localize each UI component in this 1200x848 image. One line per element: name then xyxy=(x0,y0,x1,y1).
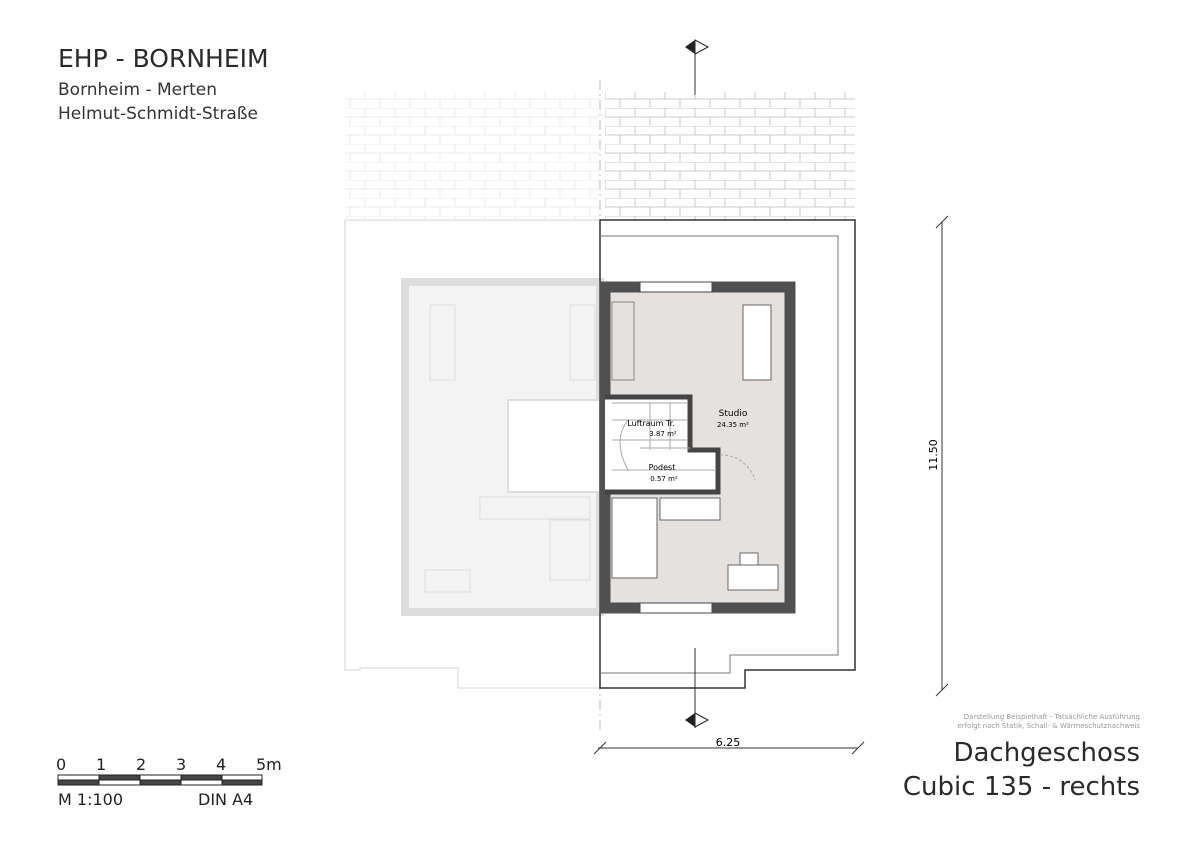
room-name-studio: Studio xyxy=(719,409,748,419)
scale-bar xyxy=(57,774,263,786)
dimension-width xyxy=(593,741,865,755)
door-swing xyxy=(719,454,756,481)
desk xyxy=(727,564,779,591)
room-area-podest: 0.57 m² xyxy=(650,475,678,483)
scale-bar-segment xyxy=(57,779,100,786)
dimension-tick xyxy=(935,215,949,229)
room-area-luftraum: 3.87 m² xyxy=(649,430,677,438)
dimension-tick xyxy=(593,741,607,755)
staircase-walls xyxy=(605,394,721,495)
section-arrow-icon xyxy=(694,39,710,55)
roof-tiles xyxy=(605,92,855,220)
furniture xyxy=(611,301,779,591)
section-arrow-icon xyxy=(694,712,710,728)
stair-steps xyxy=(612,402,716,471)
scale-label: M 1:100 xyxy=(58,790,123,809)
section-arrow-icon xyxy=(685,40,695,54)
project-location: Bornheim - Merten xyxy=(58,80,218,100)
drawing-floor: Dachgeschoss xyxy=(953,738,1140,768)
disclaimer: Darstellung Beispielhaft - Tatsächliche … xyxy=(957,713,1140,731)
neighbor-staircase xyxy=(507,399,601,493)
room-name-podest: Podest xyxy=(649,463,676,472)
bed xyxy=(611,497,658,579)
neighbor-furniture xyxy=(549,519,591,581)
project-title: EHP - BORNHEIM xyxy=(58,44,269,73)
disclaimer-line-1: Darstellung Beispielhaft - Tatsächliche … xyxy=(963,713,1140,721)
scale-tick: 4 xyxy=(216,755,226,774)
scale-tick: 3 xyxy=(176,755,186,774)
scale-bar-segment xyxy=(139,779,182,786)
paper-size: DIN A4 xyxy=(198,790,253,809)
roof-edge xyxy=(600,235,839,674)
scale-tick: 0 xyxy=(56,755,66,774)
shelf xyxy=(611,301,635,381)
neighbor-roof-tiles xyxy=(345,92,600,220)
dimension-width-label: 6.25 xyxy=(716,736,741,749)
section-marker-bottom xyxy=(685,648,710,728)
dimension-depth-label: 11.50 xyxy=(927,439,940,471)
scale-tick: 2 xyxy=(136,755,146,774)
disclaimer-line-2: erfolgt nach Statik, Schall- & Wärmeschu… xyxy=(957,722,1140,730)
window-bottom xyxy=(639,602,713,614)
drawing-model: Cubic 135 - rechts xyxy=(902,772,1140,802)
staircase xyxy=(605,394,756,495)
neighbor-furniture xyxy=(424,569,471,593)
cabinet xyxy=(659,497,721,521)
dimension-tick xyxy=(851,741,865,755)
section-arrow-icon xyxy=(685,713,695,727)
room-name-luftraum: Luftraum Tr. xyxy=(627,419,675,428)
sofa xyxy=(742,304,772,381)
dimension-tick xyxy=(935,683,949,697)
neighbor-furniture xyxy=(479,496,591,520)
project-street: Helmut-Schmidt-Straße xyxy=(58,104,258,124)
scale-bar-segment xyxy=(98,774,141,781)
neighbor-furniture xyxy=(429,304,456,381)
section-marker-top xyxy=(685,39,710,95)
scale-bar-labels: 0 1 2 3 4 5m M 1:100 DIN A4 xyxy=(56,755,282,809)
scale-bar-segment xyxy=(221,779,263,786)
scale-tick: 1 xyxy=(96,755,106,774)
window-top xyxy=(639,281,713,293)
dimension-depth xyxy=(935,215,949,697)
chair xyxy=(739,552,759,566)
neighbor-house-ghost xyxy=(344,92,604,689)
room-area-studio: 24.35 m² xyxy=(717,421,749,429)
scale-tick: 5m xyxy=(256,755,282,774)
scale-bar-segment xyxy=(180,774,223,781)
building-outline xyxy=(599,219,856,689)
neighbor-furniture xyxy=(569,304,596,381)
